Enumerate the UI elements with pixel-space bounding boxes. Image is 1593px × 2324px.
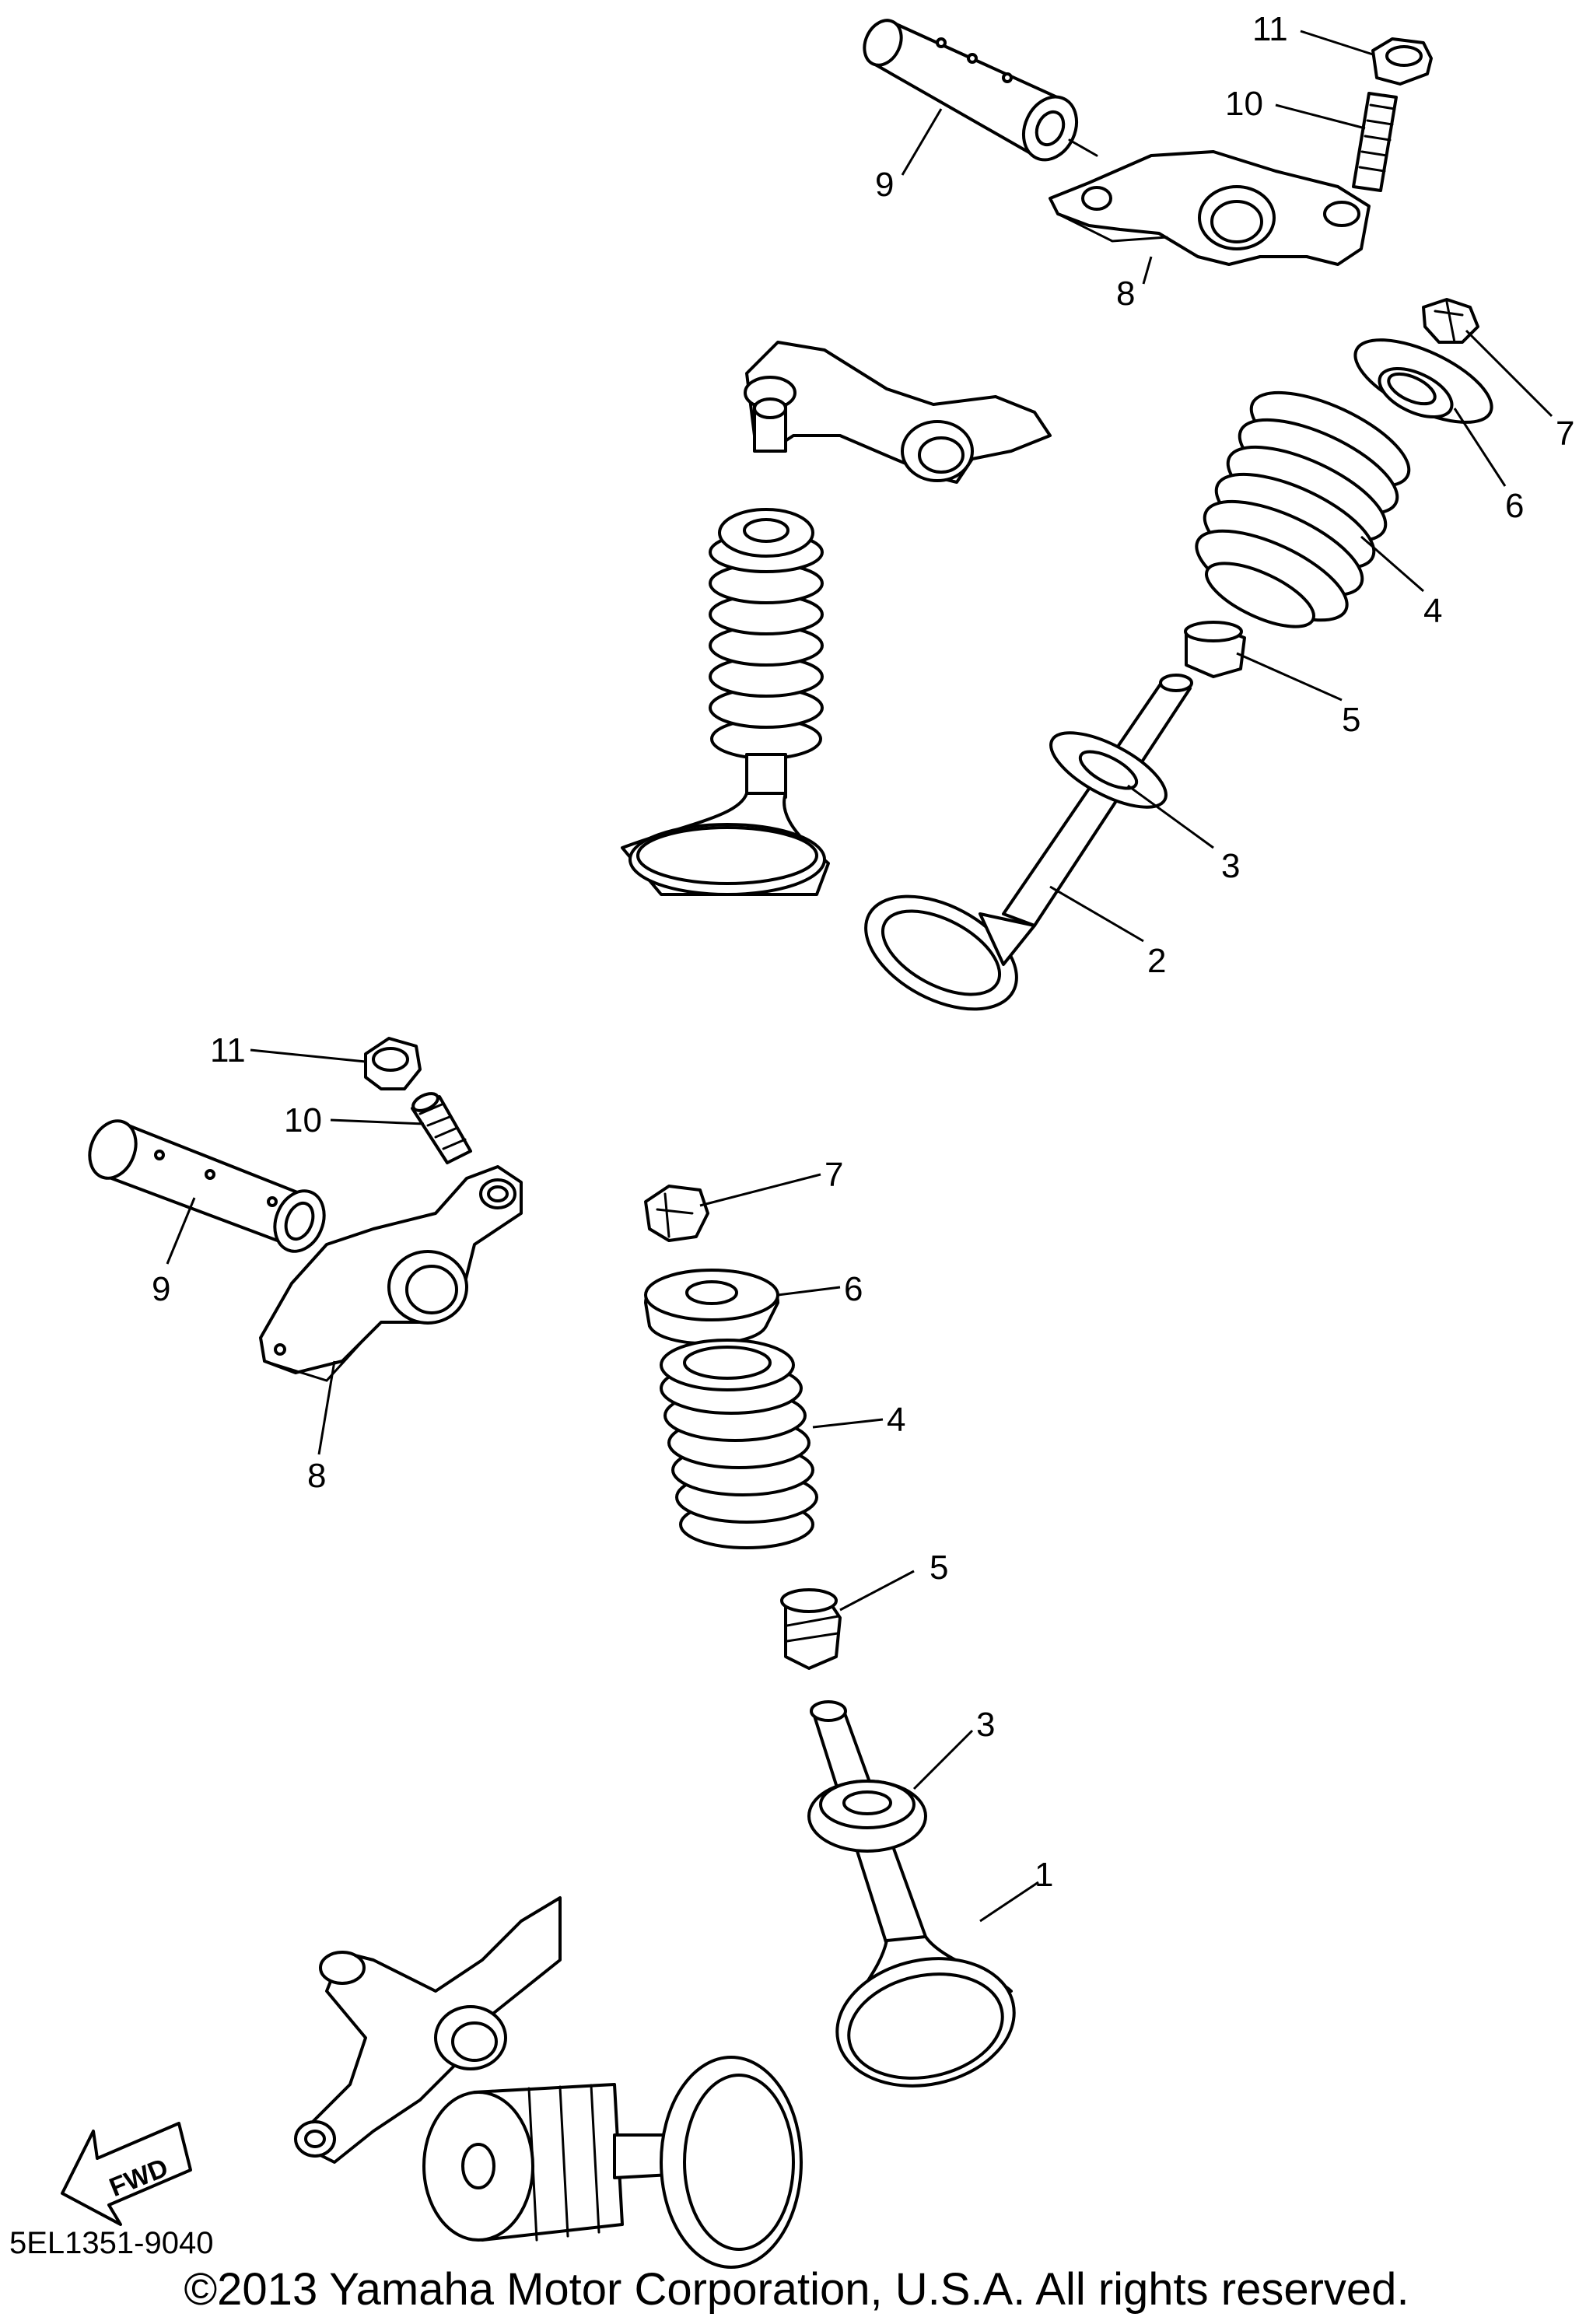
callout-6-lower: 6: [844, 1270, 863, 1308]
diagram-code: 5EL1351-9040: [9, 2226, 214, 2260]
valve-spring-upper: [1195, 390, 1411, 628]
callout-9-upper: 9: [875, 166, 894, 204]
callout-3-lower: 3: [976, 1706, 995, 1744]
callout-7-lower: 7: [825, 1156, 843, 1194]
adjusting-screw-lower: [411, 1092, 472, 1164]
callout-6-upper: 6: [1505, 487, 1524, 525]
valve-stem-seal-lower: [780, 1588, 842, 1670]
callout-9-lower: 9: [152, 1270, 170, 1308]
callout-7-upper: 7: [1556, 415, 1574, 453]
intake-valve: [810, 1700, 1016, 2088]
exhaust-valve: [864, 674, 1193, 1011]
callout-5-upper: 5: [1342, 701, 1360, 739]
callout-4-upper: 4: [1423, 592, 1442, 630]
locknut-upper: [1371, 37, 1433, 86]
rocker-arm-upper: [1049, 150, 1371, 266]
copyright-notice: ©2013 Yamaha Motor Corporation, U.S.A. A…: [184, 2264, 1409, 2315]
callout-10-lower: 10: [284, 1101, 322, 1139]
assembled-valve-upper-ghost: [621, 508, 830, 896]
spring-retainer-lower: [644, 1269, 779, 1346]
valve-cotter-upper: [1422, 298, 1479, 344]
callout-1-lower: 1: [1035, 1856, 1053, 1894]
leader-lines: [166, 30, 1553, 1923]
assembled-valve-lower-ghost: [422, 2056, 803, 2269]
adjusting-screw-upper: [1352, 92, 1398, 192]
rocker-arm-lower: [259, 1165, 523, 1382]
callout-8-upper: 8: [1116, 275, 1135, 313]
callout-2-upper: 2: [1147, 942, 1166, 980]
valve-cotter-lower: [644, 1185, 709, 1242]
valve-seat-upper: [1049, 731, 1168, 809]
assembled-rocker-lower-ghost: [294, 1896, 562, 2164]
rocker-shaft-upper: [863, 19, 1079, 162]
valve-stem-seal-upper: [1184, 621, 1246, 678]
locknut-lower: [364, 1037, 422, 1090]
callout-8-lower: 8: [307, 1457, 326, 1495]
callout-numbers: 11 10 9 8 7 6 4 5 3 2 11 10 9 8 7 6 4 5 …: [152, 10, 1574, 1894]
callout-5-lower: 5: [930, 1549, 948, 1587]
forward-direction-arrow: FWD: [61, 2122, 192, 2226]
rocker-shaft-lower: [88, 1119, 326, 1253]
valve-spring-lower: [660, 1339, 818, 1549]
callout-11-upper: 11: [1252, 10, 1288, 48]
callout-10-upper: 10: [1225, 85, 1263, 123]
callout-3-upper: 3: [1221, 847, 1240, 885]
callout-4-lower: 4: [887, 1401, 905, 1439]
spring-retainer-upper: [1353, 338, 1493, 424]
valve-seat-lower: [807, 1780, 927, 1853]
callout-11-lower: 11: [210, 1031, 246, 1069]
assembled-rocker-upper-ghost: [744, 341, 1052, 484]
